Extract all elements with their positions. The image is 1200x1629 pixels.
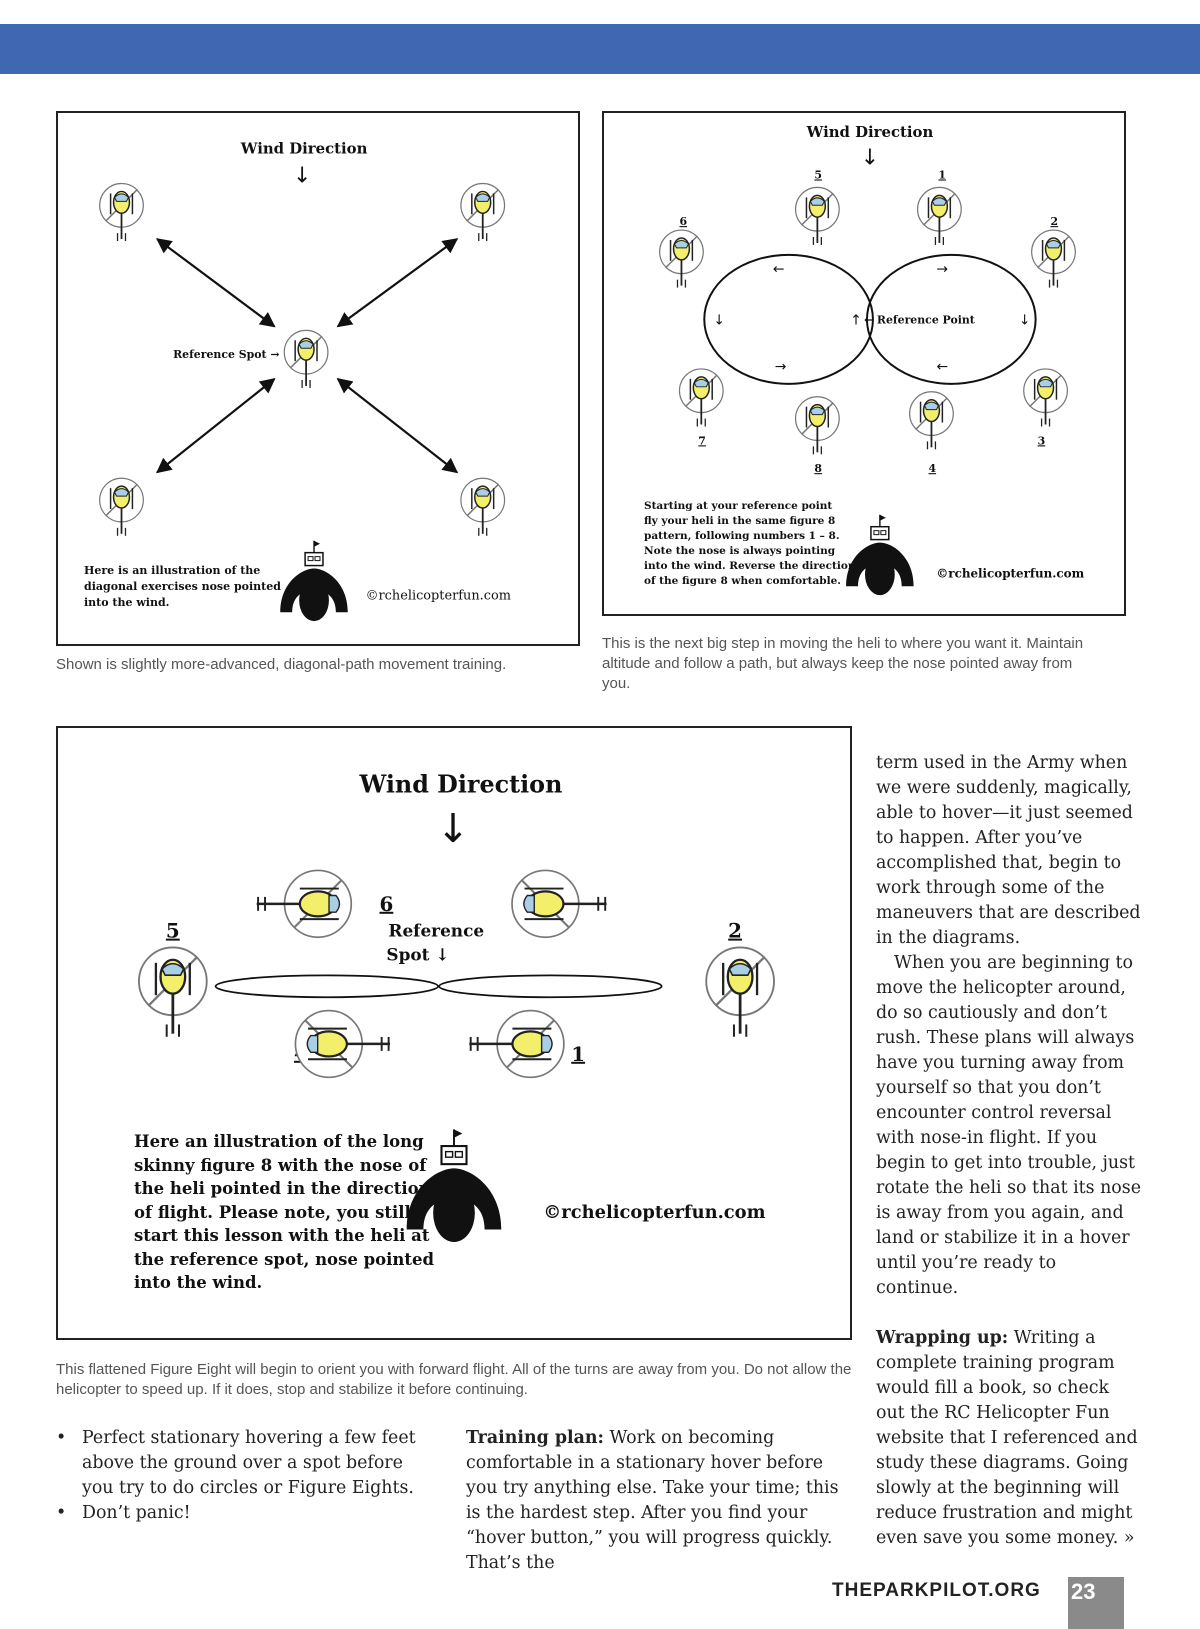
diagram-figure8: Wind Direction ↓ ← → ↓ ↑ ↓ → ← ← Referen…	[658, 123, 1085, 596]
helicopter-icon	[294, 1009, 392, 1079]
position-number: 7	[698, 434, 706, 447]
position-number: 1	[938, 168, 946, 181]
header-bar	[0, 24, 1200, 74]
helicopter-icon	[658, 229, 705, 289]
reference-point-label: ← Reference Point	[864, 313, 975, 326]
page-number: 23	[1068, 1577, 1124, 1629]
training-plan-heading: Training plan:	[466, 1428, 604, 1448]
footer-site-name: THEPARKPILOT.ORG	[832, 1580, 1041, 1601]
position-number: 2	[728, 919, 742, 943]
copyright-text: ©rchelicopterfun.com	[543, 1202, 765, 1223]
wind-arrow-icon: ↓	[436, 806, 469, 852]
helicopter-icon	[255, 869, 353, 939]
paragraph-move-helicopter: When you are beginning to move the helic…	[876, 953, 1141, 1298]
paragraph-army-term: term used in the Army when we were sudde…	[876, 753, 1141, 948]
helicopter-icon	[794, 395, 841, 456]
position-number: 5	[166, 919, 180, 943]
path-arrow-icon: ↓	[713, 312, 725, 328]
figure-diagonal-exercise: Wind Direction ↓ Reference Spot → ©rchel…	[56, 111, 580, 646]
list-item-text: Perfect stationary hovering a few feet a…	[82, 1428, 416, 1498]
figure8-left-loop	[214, 974, 439, 999]
position-number: 5	[814, 168, 822, 181]
path-arrow-icon: →	[775, 359, 787, 375]
figure-caption: This is the next big step in moving the …	[602, 635, 1084, 692]
list-item: • Don’t panic!	[52, 1501, 432, 1526]
bullet-icon: •	[56, 1428, 67, 1448]
wind-direction-label: Wind Direction	[806, 123, 934, 141]
figure-flattened-figure8: Wind Direction ↓ 1 2 3 4 5 6 Reference S…	[56, 726, 852, 1340]
path-arrow-icon: ↑	[850, 312, 862, 328]
diagonal-arrow-bottom-left	[156, 378, 276, 474]
helicopter-icon	[1030, 229, 1077, 289]
pilot-icon	[279, 540, 349, 622]
figure-figure8-exercise: Wind Direction ↓ ← → ↓ ↑ ↓ → ← ← Referen…	[602, 111, 1126, 616]
helicopter-icon	[704, 946, 776, 1039]
position-number: 6	[379, 892, 393, 916]
helicopter-icon	[137, 946, 209, 1039]
helicopter-icon	[98, 477, 145, 537]
helicopter-icon	[794, 186, 841, 246]
path-arrow-icon: ←	[773, 262, 785, 278]
bullet-icon: •	[56, 1503, 67, 1523]
reference-spot-label: Reference	[388, 921, 484, 941]
paragraph-wrapping-up: Wrapping up: Writing a complete training…	[876, 1326, 1142, 1551]
pilot-icon	[845, 514, 915, 596]
reference-spot-label: Spot ↓	[386, 944, 449, 964]
diagonal-arrow-top-left	[156, 238, 276, 328]
helicopter-icon	[510, 869, 608, 939]
training-plan-text: Work on becoming comfortable in a statio…	[466, 1428, 839, 1573]
wind-direction-label: Wind Direction	[359, 771, 563, 799]
position-number: 6	[679, 215, 687, 228]
position-number: 3	[1038, 434, 1046, 447]
figure8-left-loop	[703, 253, 874, 385]
tips-list: • Perfect stationary hovering a few feet …	[52, 1426, 432, 1526]
diagonal-arrow-bottom-right	[336, 378, 459, 474]
right-text-column: term used in the Army when we were sudde…	[876, 751, 1142, 1551]
figure8-right-loop	[865, 253, 1037, 385]
figure-caption: This flattened Figure Eight will begin t…	[56, 1361, 852, 1398]
training-plan-column: Training plan: Work on becoming comforta…	[466, 1426, 840, 1576]
helicopter-icon	[460, 182, 506, 242]
helicopter-icon	[460, 477, 506, 537]
list-item-text: Don’t panic!	[82, 1503, 191, 1523]
diagram-note: Starting at your reference point fly you…	[644, 500, 856, 587]
helicopter-icon	[468, 1009, 566, 1079]
position-number: 1	[571, 1042, 585, 1066]
path-arrow-icon: ↓	[1019, 312, 1031, 328]
helicopter-icon	[98, 182, 145, 242]
wind-arrow-icon: ↓	[861, 146, 879, 171]
diagram-note: Here an illustration of the long skinny …	[134, 1132, 435, 1292]
position-number: 2	[1051, 215, 1059, 228]
copyright-text: ©rchelicopterfun.com	[936, 566, 1084, 580]
helicopter-icon	[283, 329, 329, 389]
reference-spot-label: Reference Spot →	[173, 348, 279, 361]
wind-arrow-icon: ↓	[293, 164, 311, 189]
helicopter-icon	[1022, 368, 1069, 428]
figure-caption: Shown is slightly more-advanced, diagona…	[56, 656, 507, 673]
wrapping-up-text: Writing a complete training program woul…	[876, 1328, 1138, 1548]
helicopter-icon	[916, 186, 963, 246]
diagonal-arrow-top-right	[336, 238, 459, 328]
diagram-diagonal: Wind Direction ↓ Reference Spot → ©rchel…	[98, 140, 511, 622]
wrapping-up-heading: Wrapping up:	[876, 1328, 1009, 1348]
figure8-right-loop	[438, 974, 663, 999]
helicopter-icon	[678, 368, 725, 428]
copyright-text: ©rchelicopterfun.com	[366, 588, 511, 603]
diagram-note: Here is an illustration of the diagonal …	[84, 564, 281, 609]
path-arrow-icon: ←	[936, 359, 948, 375]
list-item: • Perfect stationary hovering a few feet …	[52, 1426, 432, 1501]
position-number: 8	[814, 462, 822, 475]
path-arrow-icon: →	[936, 262, 948, 278]
position-number: 4	[928, 462, 936, 475]
diagram-flattened-figure8: Wind Direction ↓ 1 2 3 4 5 6 Reference S…	[137, 771, 776, 1244]
wind-direction-label: Wind Direction	[240, 140, 368, 158]
helicopter-icon	[908, 390, 955, 451]
training-plan-paragraph: Training plan: Work on becoming comforta…	[466, 1426, 840, 1576]
